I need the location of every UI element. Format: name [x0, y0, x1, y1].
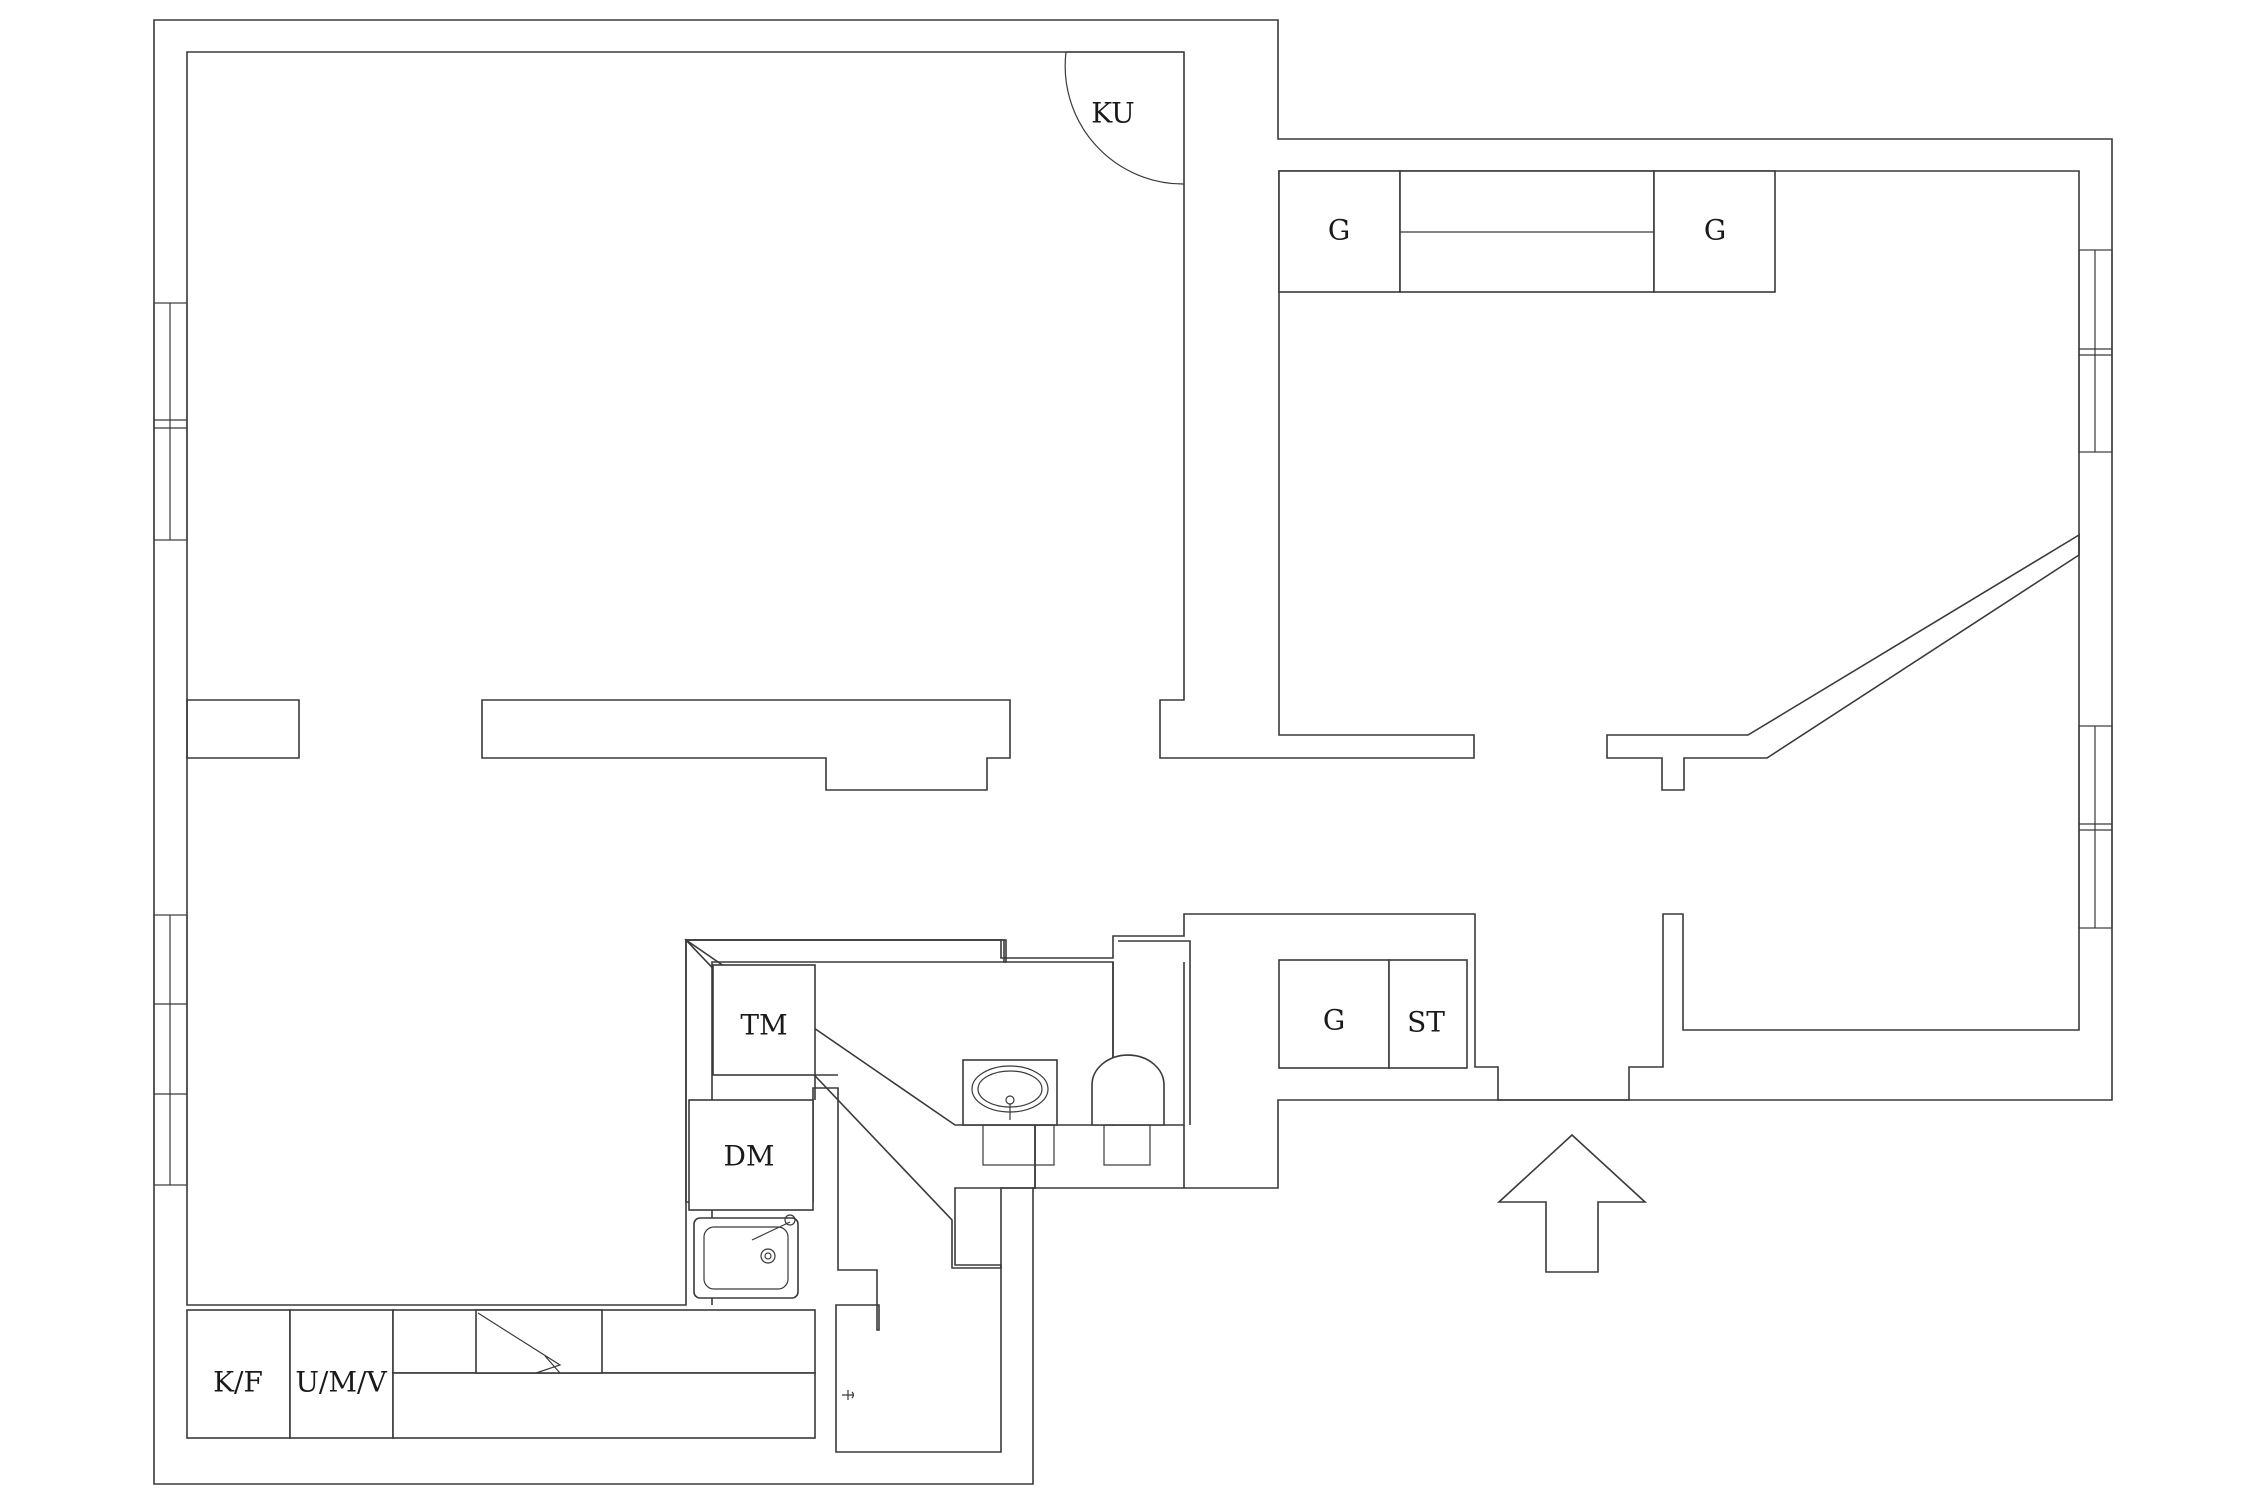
- corner-unit-label: KU: [1091, 97, 1135, 130]
- kitchen: TM DM K/F U/M/V: [186, 939, 1007, 1439]
- window-left-lower: [153, 914, 188, 1186]
- tap-icon: [842, 1390, 854, 1400]
- hob: [475, 1309, 603, 1374]
- wardrobe-top-left: [1278, 170, 1401, 293]
- top-wardrobes: G G: [1278, 170, 1776, 293]
- arrow-up-icon: [1496, 1133, 1648, 1273]
- outer-walls: [153, 19, 2113, 1485]
- wash-basin-icon: [962, 1059, 1058, 1166]
- wardrobe-hall: [1278, 959, 1390, 1069]
- dishwasher: [688, 1099, 814, 1211]
- corner-unit: KU: [1064, 51, 1185, 185]
- kitchen-sink-icon: [693, 1214, 799, 1299]
- toilet-icon: [1091, 1054, 1165, 1166]
- washing-machine: [712, 964, 816, 1076]
- window-left-upper: [153, 302, 188, 541]
- wardrobe-top-right: [1653, 170, 1776, 293]
- counter-upper: [392, 1309, 816, 1374]
- washing-machine-label: TM: [740, 1009, 787, 1042]
- hall-storage: G ST: [1278, 959, 1468, 1069]
- storage: [1388, 959, 1468, 1069]
- fridge-freezer: [186, 1309, 291, 1439]
- wardrobe-hall-label: G: [1323, 1004, 1345, 1037]
- counter-lower: [392, 1372, 816, 1439]
- windows: [153, 249, 2113, 1186]
- window-right-lower: [2078, 725, 2113, 929]
- wardrobe-top-left-label: G: [1328, 214, 1350, 247]
- fridge-freezer-label: K/F: [213, 1366, 263, 1399]
- storage-label: ST: [1407, 1006, 1445, 1039]
- window-right-upper: [2078, 249, 2113, 453]
- dishwasher-label: DM: [723, 1140, 774, 1173]
- oven-combo-label: U/M/V: [295, 1366, 387, 1399]
- bathroom: [842, 940, 1191, 1400]
- oven-combo: [289, 1309, 394, 1439]
- wardrobe-top-right-label: G: [1704, 214, 1726, 247]
